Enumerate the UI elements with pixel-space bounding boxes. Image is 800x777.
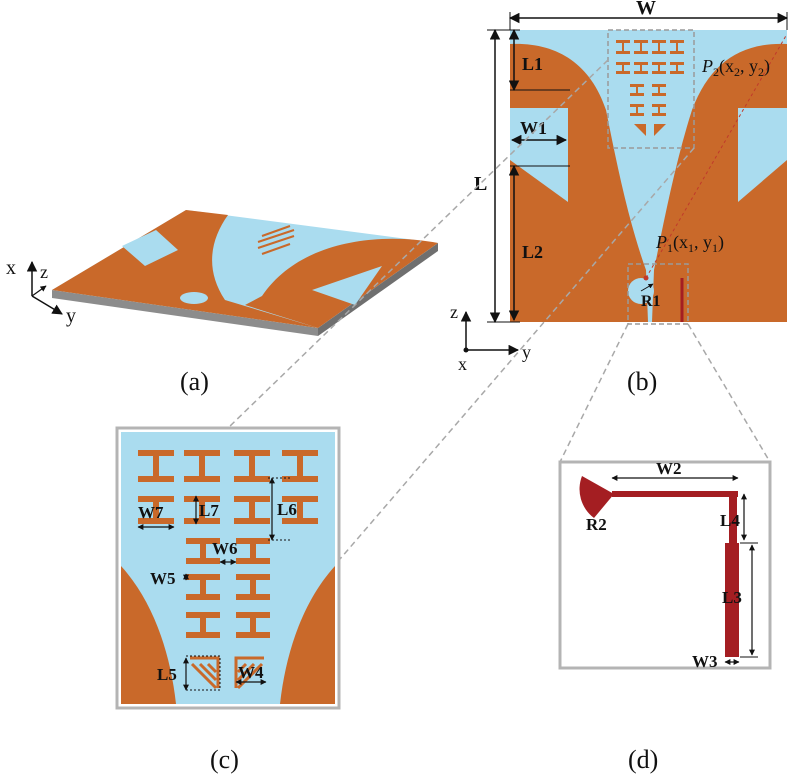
axis-label-x-b: x [458,354,467,374]
panel-c-metamaterial-detail: W7 L7 L6 W6 W5 L5 W4 (c) [115,426,341,774]
axes-3d: x z y [6,257,76,327]
axis-label-y: y [66,305,76,327]
axes-top-view: z y x [450,302,531,374]
panel-d-feed-detail: W2 R2 L4 L3 W3 (d) [558,459,772,774]
label-L: L [474,173,487,195]
label-L2: L2 [522,242,543,262]
label-p2: P2(x2, y2) [701,56,770,79]
axis-label-x: x [6,257,16,279]
metamaterial-array [138,450,318,638]
feed-line-narrow [729,491,737,543]
label-W: W [636,0,656,19]
feed-line-horizontal [612,491,738,497]
axis-label-z: z [40,262,48,282]
panel-a-3d-view: x z y (a) [6,210,438,396]
caption-a: (a) [180,367,209,396]
patch-left-c [121,566,176,704]
caption-c: (c) [210,745,239,774]
point-p1 [643,275,649,281]
label-W6: W6 [212,539,238,558]
feed-sector [579,476,614,518]
patch-right-c [280,566,335,704]
axis-label-z-b: z [450,302,458,322]
slot-right-3d [312,266,382,305]
panel-b-top-view: W L L1 W1 L2 R1 P1(x1, y1) P2(x2, y2) z … [450,0,789,396]
label-R1: R1 [641,293,661,310]
label-L6: L6 [277,500,297,519]
substrate-side-front [52,290,318,336]
slot-left-3d [122,230,178,266]
zoom-box-c-source [607,29,695,149]
label-W5: W5 [150,569,176,588]
label-p1: P1(x1, y1) [655,232,724,255]
metamaterial-3d [257,225,295,255]
label-W7: W7 [138,503,164,522]
label-L1: L1 [522,54,543,74]
radius-R1 [640,283,654,292]
label-L5: L5 [157,665,177,684]
label-W2: W2 [656,459,682,478]
triangle-elements [190,656,264,690]
label-R2: R2 [586,515,607,534]
p1-p2-guide [645,33,788,279]
label-W4: W4 [238,663,264,682]
feed-disk-3d [180,292,208,304]
caption-b: (b) [627,367,657,396]
label-W1: W1 [520,118,547,138]
zoom-connectors [227,59,771,567]
feed-line-wide [725,543,739,657]
patch-left-3d [52,210,318,328]
metamaterial-top-view [616,40,684,136]
zoom-box-d-source [627,263,689,325]
caption-d: (d) [628,745,658,774]
label-L7: L7 [199,501,219,520]
slot-left [510,108,568,202]
label-L3: L3 [722,588,742,607]
slot-right [738,108,787,202]
label-L4: L4 [720,511,740,530]
label-W3: W3 [692,652,718,671]
axis-label-y-b: y [522,342,531,362]
